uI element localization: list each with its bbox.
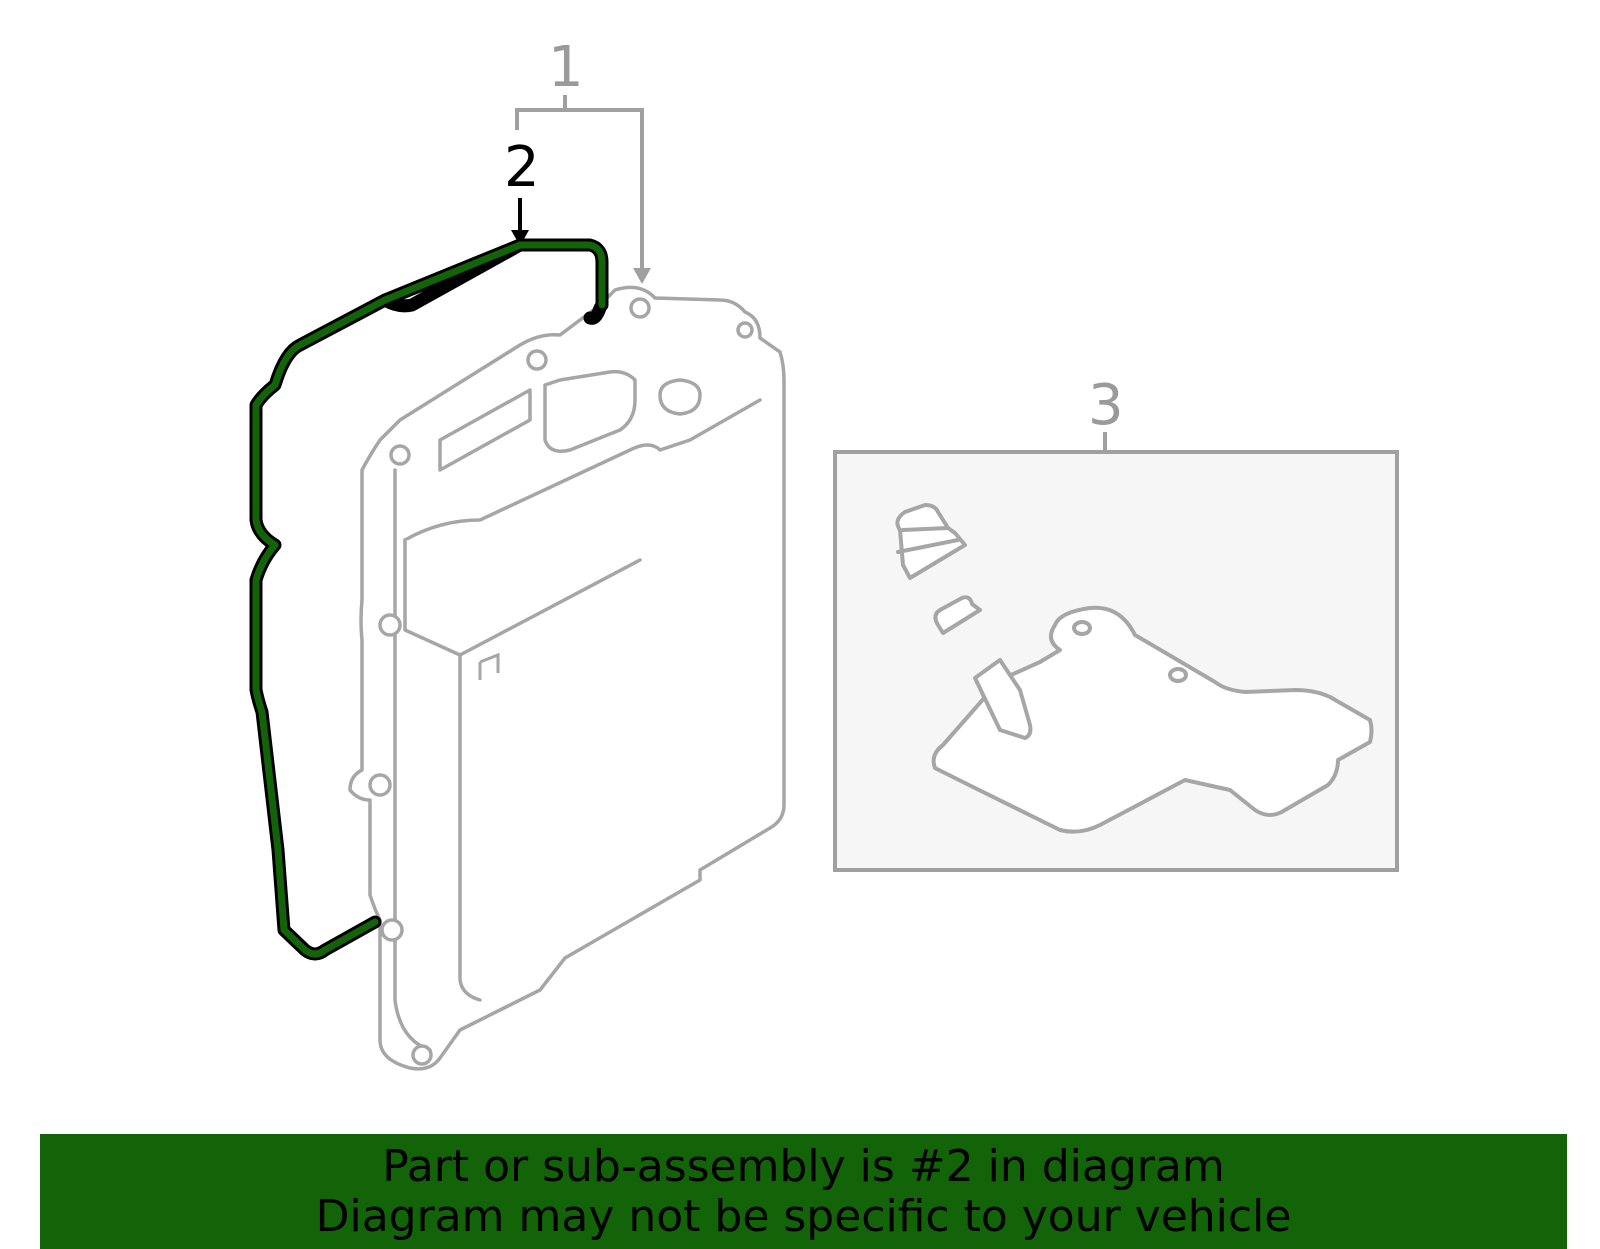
callout-3-label: 3 [1088, 373, 1124, 438]
info-banner: Part or sub-assembly is #2 in diagram Di… [40, 1134, 1567, 1249]
callout-1-leader [515, 95, 644, 270]
banner-disclaimer: Diagram may not be specific to your vehi… [315, 1190, 1292, 1242]
callout-2-label: 2 [504, 135, 540, 200]
filter-kit [895, 503, 1374, 834]
callout-2-leader [511, 198, 529, 246]
parts-diagram: 1 2 3 [249, 35, 1399, 1071]
pan-rib-pattern [478, 652, 500, 680]
callout-1-label: 1 [548, 35, 584, 100]
banner-part-note: Part or sub-assembly is #2 in diagram [382, 1140, 1225, 1192]
callout-1-arrowhead [633, 268, 651, 284]
gasket-fill [252, 241, 606, 958]
transmission-oil-pan [348, 285, 786, 1071]
